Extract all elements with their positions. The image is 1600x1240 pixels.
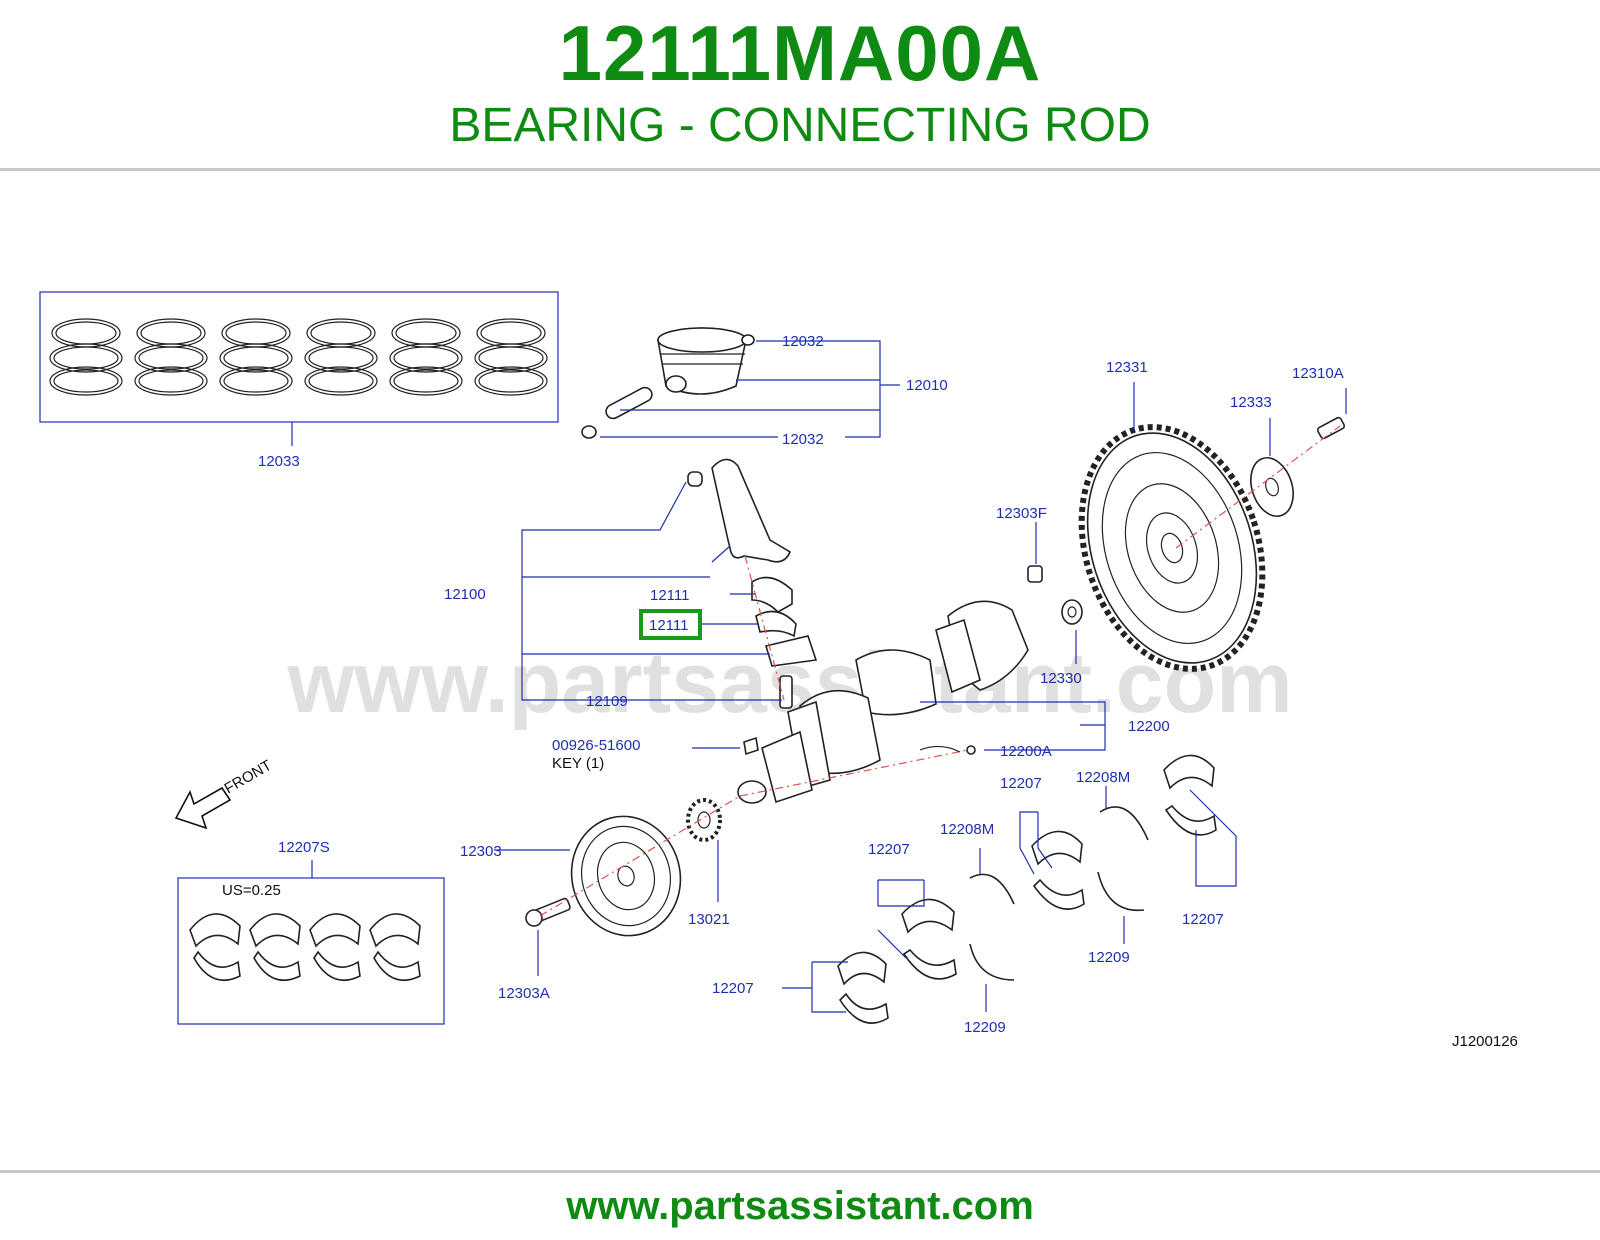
crank-pulley-drawing [525, 795, 741, 937]
piston-rings-drawing [49, 318, 548, 396]
leader-12207-right [1189, 789, 1237, 887]
callout-12032-top[interactable]: 12032 [782, 333, 824, 350]
callout-12111-highlighted[interactable]: 12111 [649, 617, 689, 634]
callout-12111-upper[interactable]: 12111 [650, 587, 690, 604]
callout-12207-left-top[interactable]: 12207 [868, 841, 910, 858]
callout-12207-mid[interactable]: 12207 [1000, 775, 1042, 792]
callout-12208M-left[interactable]: 12208M [940, 821, 994, 838]
header-divider [0, 168, 1600, 171]
front-label: FRONT [222, 757, 275, 798]
callout-12303A[interactable]: 12303A [498, 985, 550, 1002]
callout-12207-left-bottom[interactable]: 12207 [712, 980, 754, 997]
callout-12109[interactable]: 12109 [586, 693, 628, 710]
flywheel-drawing [1027, 416, 1346, 672]
diagram-code: J1200126 [1452, 1033, 1518, 1050]
leader-12100-bracket [521, 481, 687, 701]
callout-13021[interactable]: 13021 [688, 911, 730, 928]
piston-drawing [581, 327, 755, 439]
leader-12207-left-top-b [877, 929, 907, 959]
leader-12207-left-top [877, 879, 925, 907]
bearing-kit-shells-drawing [189, 913, 421, 982]
bearing-kit-frame [177, 877, 445, 1025]
callout-12208M-right[interactable]: 12208M [1076, 769, 1130, 786]
footer-website-link[interactable]: www.partsassistant.com [566, 1184, 1034, 1228]
callout-12303F[interactable]: 12303F [996, 505, 1047, 522]
callout-12303[interactable]: 12303 [460, 843, 502, 860]
callout-12207-right[interactable]: 12207 [1182, 911, 1224, 928]
callout-12207S[interactable]: 12207S [278, 839, 330, 856]
connecting-rod-drawing [687, 458, 818, 709]
callout-12209-right[interactable]: 12209 [1088, 949, 1130, 966]
key-quantity-label: KEY (1) [552, 755, 604, 772]
leader-12207-mid [1019, 811, 1053, 875]
callout-12100[interactable]: 12100 [444, 586, 486, 603]
undersize-note: US=0.25 [222, 882, 281, 899]
leader-12100-c [711, 545, 731, 563]
callout-12331[interactable]: 12331 [1106, 359, 1148, 376]
callout-12033[interactable]: 12033 [258, 453, 300, 470]
page-header: 12111MA00A BEARING - CONNECTING ROD [0, 0, 1600, 170]
part-number-title: 12111MA00A [558, 9, 1042, 97]
footer-divider [0, 1170, 1600, 1173]
leader-12200 [920, 701, 1106, 751]
crank-pulley-bolt-hole [919, 745, 961, 753]
part-name-subtitle: BEARING - CONNECTING ROD [449, 99, 1151, 152]
crankshaft-drawing [737, 600, 1029, 804]
highlight-box-12111[interactable] [639, 609, 702, 640]
callout-12010[interactable]: 12010 [906, 377, 948, 394]
dowel-pin-12200A [966, 745, 976, 755]
main-bearings-drawing [837, 754, 1217, 1024]
front-direction-arrow [174, 786, 232, 830]
leader-12010-bracket [756, 340, 881, 438]
callout-12200A[interactable]: 12200A [1000, 743, 1052, 760]
callout-12330[interactable]: 12330 [1040, 670, 1082, 687]
piston-ring-set-frame [39, 291, 559, 423]
callout-00926-51600[interactable]: 00926-51600 [552, 737, 640, 754]
callout-12310A[interactable]: 12310A [1292, 365, 1344, 382]
callout-12032-bottom[interactable]: 12032 [782, 431, 824, 448]
callout-12200[interactable]: 12200 [1128, 718, 1170, 735]
callout-12209-left[interactable]: 12209 [964, 1019, 1006, 1036]
leader-12207-left-bottom [811, 961, 848, 1013]
callout-12333[interactable]: 12333 [1230, 394, 1272, 411]
